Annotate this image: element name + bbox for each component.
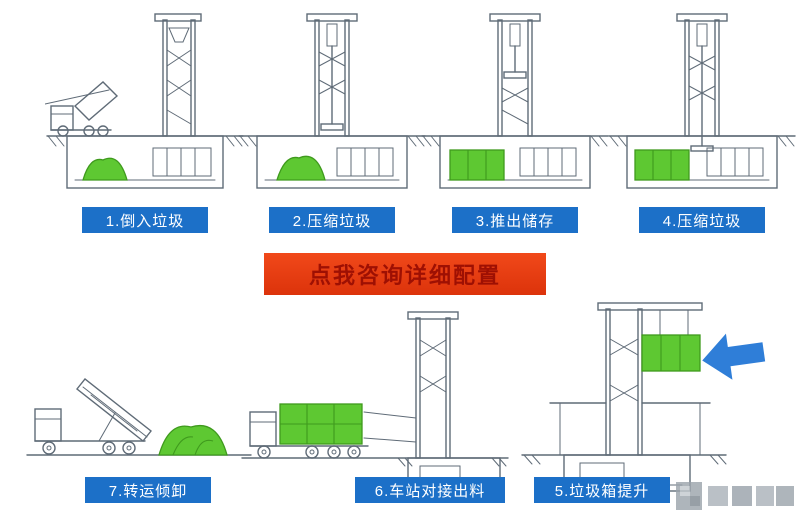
consult-banner-button[interactable]: 点我咨询详细配置 (264, 253, 546, 295)
step-4-label: 4.压缩垃圾 (639, 207, 765, 233)
step-7-panel (25, 295, 255, 473)
step-2-panel (237, 8, 427, 208)
step-1-label: 1.倒入垃圾 (82, 207, 208, 233)
step-6-panel (240, 300, 510, 505)
step-5-label: 5.垃圾箱提升 (534, 477, 670, 503)
watermark-logo (676, 482, 794, 510)
step-5-illustration-container-lift (521, 302, 727, 492)
step-1-illustration-dump-truck-station (45, 13, 244, 189)
step-2-illustration-compress (238, 13, 426, 189)
step-1-panel (45, 8, 245, 208)
step-7-label: 7.转运倾卸 (85, 477, 211, 503)
step-4-panel (607, 8, 797, 208)
step-3-illustration-push-out (421, 13, 609, 189)
step-4-illustration-compress-again (608, 13, 796, 189)
step-6-illustration-truck-docking (241, 311, 509, 497)
step-7-illustration-dumping-truck (26, 378, 252, 456)
step-5-panel (520, 295, 730, 500)
step-3-label: 3.推出储存 (452, 207, 578, 233)
left-arrow-icon (702, 333, 766, 380)
step-6-label: 6.车站对接出料 (355, 477, 505, 503)
step-2-label: 2.压缩垃圾 (269, 207, 395, 233)
step-3-panel (420, 8, 610, 208)
